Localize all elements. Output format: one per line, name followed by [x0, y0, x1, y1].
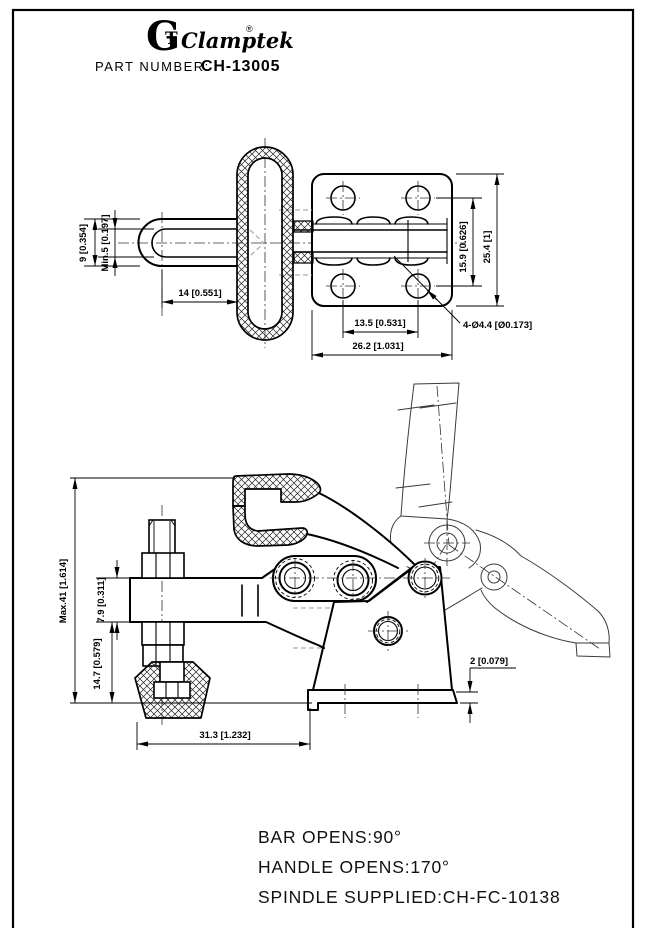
hex-nut-top	[141, 552, 185, 579]
top-view-dimensions: 9 [0.354] Min.5 [0.197] 14 [0.551] 15.9 …	[78, 173, 532, 360]
registered-mark: ®	[246, 24, 253, 34]
base-plate	[311, 173, 453, 307]
part-number-block: PART NUMBER: CH-13005	[95, 58, 280, 75]
dim-holes-note: 4-Ø4.4 [Ø0.173]	[463, 320, 532, 331]
u-bar	[137, 218, 238, 267]
dim-bar-thickness: 7.9 [0.311]	[96, 577, 107, 622]
dim-bar-width: 9 [0.354]	[78, 224, 89, 262]
logo: G T Clamptek ®	[146, 13, 294, 60]
part-number-value: CH-13005	[201, 58, 280, 75]
dim-spindle-drop: 14.7 [0.579]	[92, 638, 103, 689]
handle-grip-top-view	[236, 146, 294, 341]
side-view-drawing: Max.41 [1.614] 7.9 [0.311] 14.7 [0.579] …	[58, 382, 611, 750]
collar-bottom	[293, 251, 314, 264]
side-view-dimensions: Max.41 [1.614] 7.9 [0.311] 14.7 [0.579] …	[58, 477, 516, 750]
logo-monogram: G	[146, 13, 180, 60]
dim-bar-reach: 14 [0.551]	[178, 288, 221, 299]
hex-jam-nut-1	[141, 621, 185, 646]
dim-base-thickness: 2 [0.079]	[470, 656, 508, 667]
dim-bar-slot: Min.5 [0.197]	[100, 214, 111, 271]
logo-monogram-inner: T	[165, 29, 178, 49]
dim-base-height: 25.4 [1]	[482, 231, 493, 264]
hinge-band	[292, 216, 448, 266]
hand-grip	[232, 473, 322, 547]
note-spindle-supplied: SPINDLE SUPPLIED:CH-FC-10138	[258, 887, 561, 907]
mounting-holes	[326, 181, 435, 303]
dim-hole-spacing-v: 15.9 [0.626]	[458, 221, 469, 272]
note-handle-opens: HANDLE OPENS:170°	[258, 857, 450, 877]
handle-lever	[306, 492, 416, 569]
dim-base-width: 26.2 [1.031]	[352, 341, 403, 352]
dim-max-height: Max.41 [1.614]	[58, 559, 69, 623]
hidden-collar-edges	[279, 209, 312, 276]
hidden-socket-cone	[249, 229, 265, 257]
note-bar-opens: BAR OPENS:90°	[258, 827, 402, 847]
spindle-assembly	[134, 505, 211, 726]
collar-top	[293, 220, 314, 233]
part-number-label: PART NUMBER:	[95, 59, 210, 74]
brand-text: Clamptek	[181, 28, 294, 53]
top-view-drawing: 9 [0.354] Min.5 [0.197] 14 [0.551] 15.9 …	[78, 138, 532, 360]
dim-overall-length: 31.3 [1.232]	[199, 730, 250, 741]
sheet-border	[11, 8, 635, 928]
dim-hole-spacing-h: 13.5 [0.531]	[354, 318, 405, 329]
link-and-pivots	[270, 555, 450, 651]
notes-block: BAR OPENS:90° HANDLE OPENS:170° SPINDLE …	[258, 827, 561, 907]
